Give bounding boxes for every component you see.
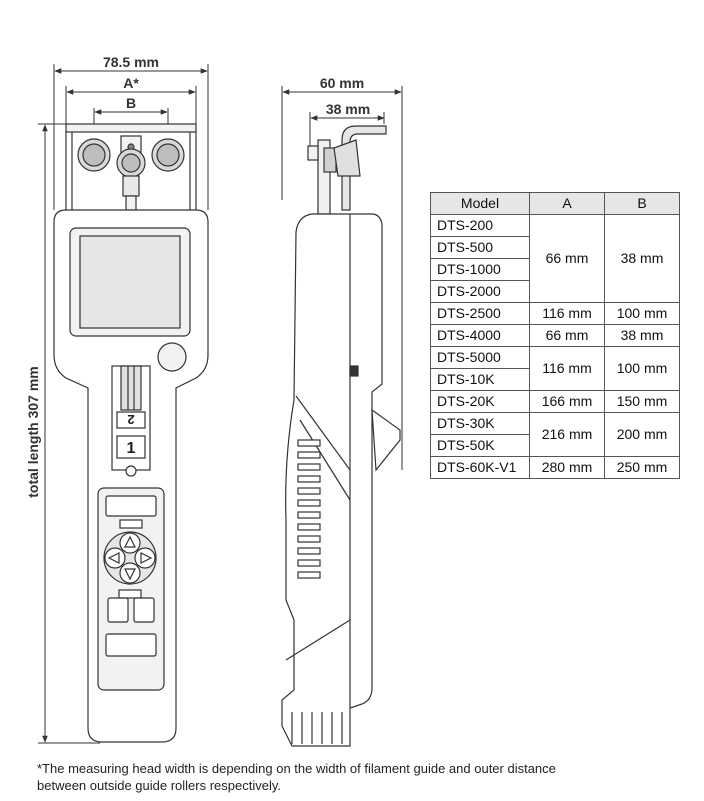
- model-cell: DTS-200: [430, 214, 530, 237]
- model-cell: DTS-5000: [430, 346, 530, 369]
- a-cell: 116 mm: [529, 302, 605, 325]
- model-cell: DTS-2000: [430, 280, 530, 303]
- table-row: DTS-10K: [430, 368, 680, 391]
- model-cell: DTS-1000: [430, 258, 530, 281]
- b-cell: 150 mm: [604, 390, 680, 413]
- a-cell: 116 mm: [529, 346, 605, 391]
- table-row: DTS-2500 116 mm 100 mm: [430, 302, 680, 325]
- dial-top-label: 2: [127, 412, 134, 427]
- model-cell: DTS-4000: [430, 324, 530, 347]
- table-row: DTS-20K 166 mm 150 mm: [430, 390, 680, 413]
- table-row: DTS-2000: [430, 280, 680, 303]
- table-row: DTS-60K-V1 280 mm 250 mm: [430, 456, 680, 479]
- model-cell: DTS-2500: [430, 302, 530, 325]
- model-cell: DTS-10K: [430, 368, 530, 391]
- overall-width-label: 78.5 mm: [103, 54, 159, 70]
- model-dimension-table: Model A B DTS-200 66 mm 38 mm DTS-500 DT…: [430, 192, 680, 479]
- b-cell: 38 mm: [604, 324, 680, 347]
- header-a: A: [529, 192, 605, 215]
- dial-bottom-label: 1: [127, 440, 136, 457]
- a-dimension-label: A*: [123, 75, 139, 91]
- footnote: *The measuring head width is depending o…: [37, 761, 556, 793]
- a-cell: 216 mm: [529, 412, 605, 457]
- b-cell: 38 mm: [604, 214, 680, 303]
- a-cell: 66 mm: [529, 324, 605, 347]
- a-cell: 166 mm: [529, 390, 605, 413]
- b-cell: 100 mm: [604, 302, 680, 325]
- side-width-label: 60 mm: [320, 75, 364, 91]
- model-cell: DTS-50K: [430, 434, 530, 457]
- table-row: DTS-30K 216 mm 200 mm: [430, 412, 680, 457]
- table-row: DTS-5000 116 mm 100 mm: [430, 346, 680, 391]
- model-cell: DTS-20K: [430, 390, 530, 413]
- a-cell: 280 mm: [529, 456, 605, 479]
- b-dimension-label: B: [126, 95, 136, 111]
- header-model: Model: [430, 192, 530, 215]
- b-cell: 200 mm: [604, 412, 680, 457]
- device-front-view: [53, 123, 209, 743]
- table-header-row: Model A B: [430, 192, 680, 215]
- a-cell: 66 mm: [529, 214, 605, 303]
- side-dimensions: [281, 86, 403, 470]
- table-row: DTS-4000 66 mm 38 mm: [430, 324, 680, 347]
- model-cell: DTS-30K: [430, 412, 530, 435]
- device-side-view: [281, 125, 401, 747]
- model-cell: DTS-500: [430, 236, 530, 259]
- side-inner-label: 38 mm: [326, 101, 370, 117]
- header-b: B: [604, 192, 680, 215]
- total-length-label: total length 307 mm: [25, 366, 41, 497]
- table-row: DTS-200 66 mm 38 mm: [430, 214, 680, 303]
- b-cell: 250 mm: [604, 456, 680, 479]
- model-cell: DTS-60K-V1: [430, 456, 530, 479]
- b-cell: 100 mm: [604, 346, 680, 391]
